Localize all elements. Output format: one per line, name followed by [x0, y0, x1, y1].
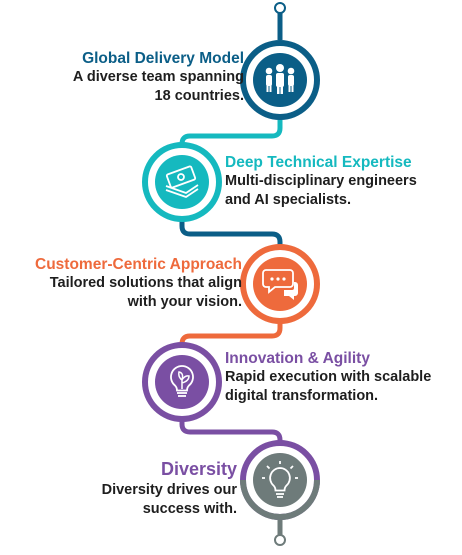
- node-innovation-agility: [142, 342, 222, 422]
- chat-bubbles-icon: [262, 269, 298, 300]
- step-1-desc-line-2: 18 countries.: [154, 88, 244, 104]
- step-5-text: Diversity Diversity drives our success w…: [102, 457, 237, 519]
- step-3-desc-line-1: Tailored solutions that align: [49, 275, 242, 291]
- node-global-delivery: [240, 40, 320, 120]
- connector-2-3: [179, 214, 283, 248]
- connector-3-4: [179, 320, 283, 348]
- node-customer-centric: [240, 244, 320, 324]
- idea-bulb-icon: [262, 461, 298, 498]
- step-5-title: Diversity: [160, 459, 237, 479]
- step-1-text: Global Delivery Model A diverse team spa…: [73, 49, 244, 106]
- step-5-desc-line-2: success with.: [142, 501, 237, 517]
- step-4-text: Innovation & Agility Rapid execution wit…: [225, 349, 431, 406]
- node-diversity: [240, 440, 320, 520]
- top-endpoint: [274, 2, 286, 40]
- step-3-text: Customer-Centric Approach Tailored solut…: [35, 255, 242, 312]
- step-3-desc-line-2: with your vision.: [127, 294, 242, 310]
- step-2-title: Deep Technical Expertise: [225, 154, 412, 171]
- step-3-title: Customer-Centric Approach: [35, 256, 242, 273]
- team-people-icon: [265, 64, 295, 94]
- node-technical-expertise: [142, 142, 222, 222]
- step-2-desc-line-2: and AI specialists.: [225, 192, 351, 208]
- step-2-desc-line-1: Multi-disciplinary engineers: [225, 173, 417, 189]
- leaf-bulb-icon: [170, 365, 194, 397]
- step-1-title: Global Delivery Model: [82, 50, 244, 67]
- step-4-desc-line-2: digital transformation.: [225, 388, 379, 404]
- connector-4-5: [179, 416, 283, 446]
- step-1-desc-line-1: A diverse team spanning: [72, 69, 244, 85]
- step-2-text: Deep Technical Expertise Multi-disciplin…: [225, 153, 417, 210]
- step-4-title: Innovation & Agility: [225, 350, 370, 367]
- connector-1-2: [179, 118, 283, 150]
- step-5-desc-line-1: Diversity drives our: [101, 482, 237, 498]
- step-4-desc-line-1: Rapid execution with scalable: [225, 369, 432, 385]
- money-stack-icon: [165, 165, 199, 198]
